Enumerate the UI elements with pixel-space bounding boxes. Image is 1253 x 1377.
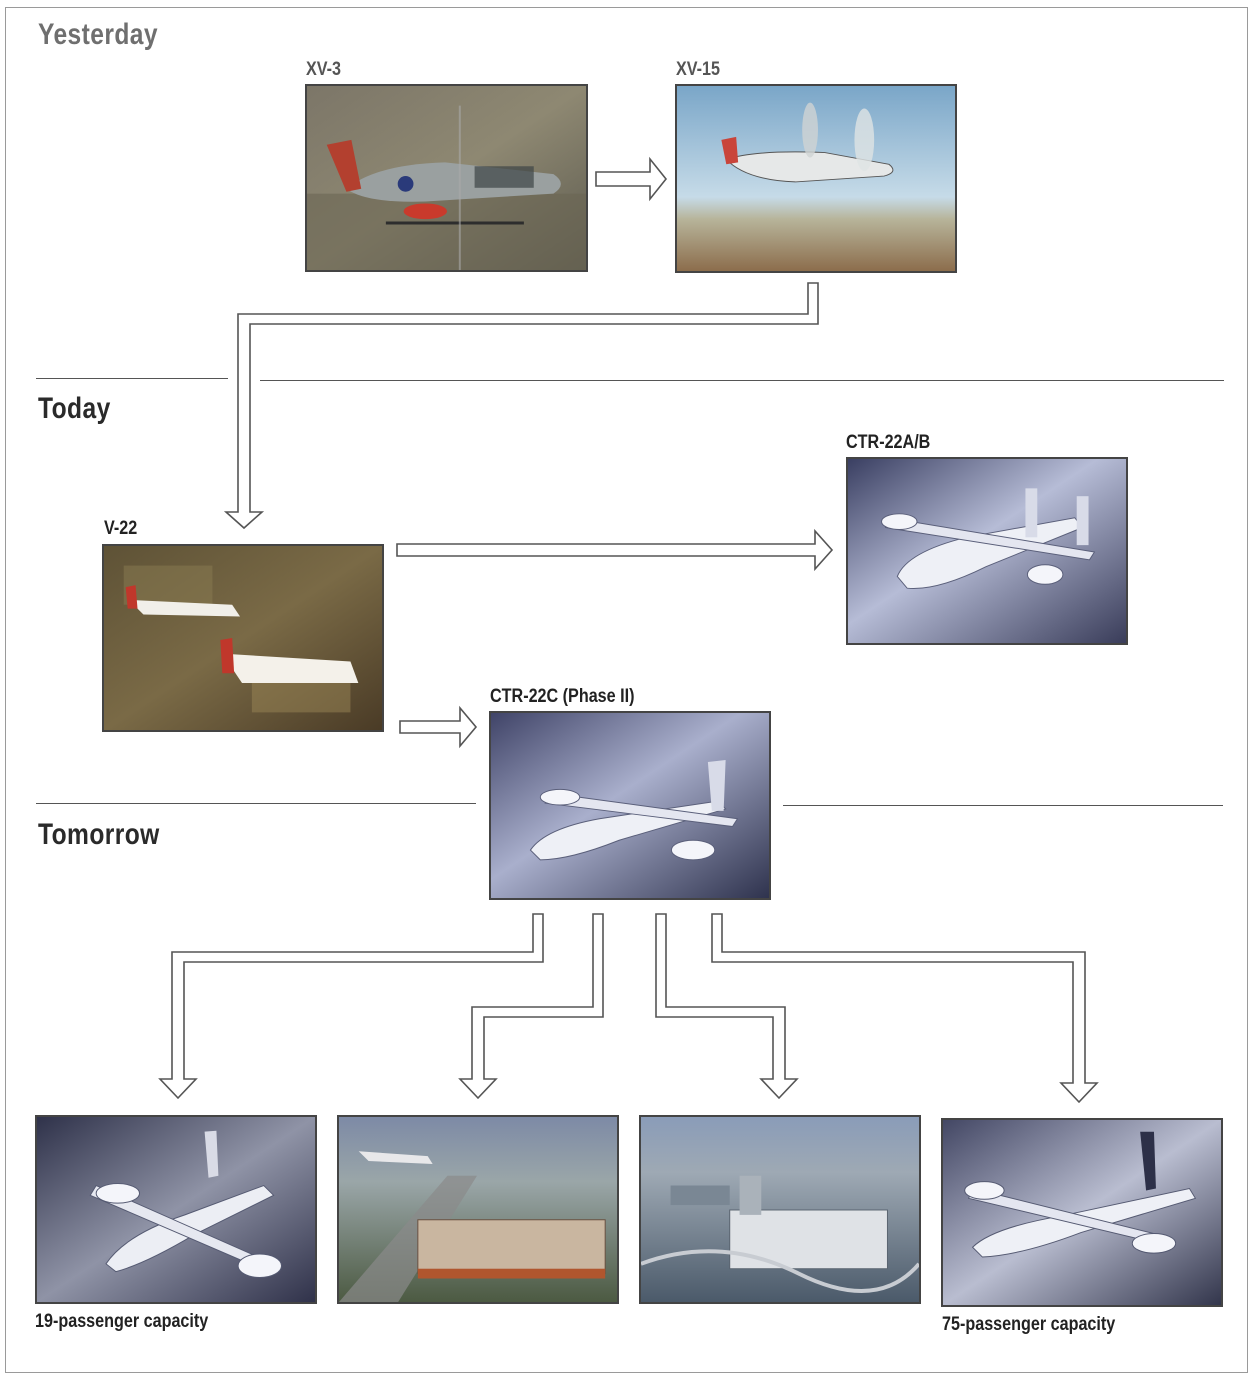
label-xv15: XV-15 (676, 59, 721, 80)
xv15-photo (675, 84, 957, 273)
passenger-75-photo (941, 1118, 1223, 1307)
label-v22: V-22 (104, 518, 138, 539)
section-title-today: Today (38, 392, 111, 425)
arrow-xv3-to-xv15 (595, 156, 668, 202)
section-title-tomorrow: Tomorrow (38, 818, 160, 851)
vertiport-airport-photo (639, 1115, 921, 1304)
v22-photo (102, 544, 384, 732)
ctr22c-photo (489, 711, 771, 900)
divider-tomorrow-left (36, 803, 476, 804)
divider-tomorrow-right (783, 805, 1223, 806)
xv3-photo (305, 84, 588, 272)
arrow-v22-to-ctr22ab (396, 528, 834, 572)
divider-today-left (36, 378, 228, 379)
vertiport-highway-photo (337, 1115, 619, 1304)
caption-19-passenger: 19-passenger capacity (35, 1311, 209, 1332)
caption-75-passenger: 75-passenger capacity (942, 1314, 1116, 1335)
label-ctr22ab: CTR-22A/B (846, 432, 931, 453)
label-ctr22c: CTR-22C (Phase II) (490, 686, 635, 707)
arrow-ctr22c-to-airport (655, 913, 799, 1100)
label-xv3: XV-3 (306, 59, 342, 80)
arrow-v22-to-ctr22c (399, 705, 478, 749)
ctr22ab-photo (846, 457, 1128, 645)
divider-today-right (260, 380, 1224, 381)
section-title-yesterday: Yesterday (38, 18, 158, 51)
arrow-ctr22c-to-19 (158, 913, 544, 1100)
passenger-19-photo (35, 1115, 317, 1304)
figure-frame (5, 7, 1248, 1373)
arrow-ctr22c-to-75 (711, 913, 1099, 1104)
arrow-xv15-to-v22 (223, 282, 819, 530)
arrow-ctr22c-to-highway (458, 913, 604, 1100)
